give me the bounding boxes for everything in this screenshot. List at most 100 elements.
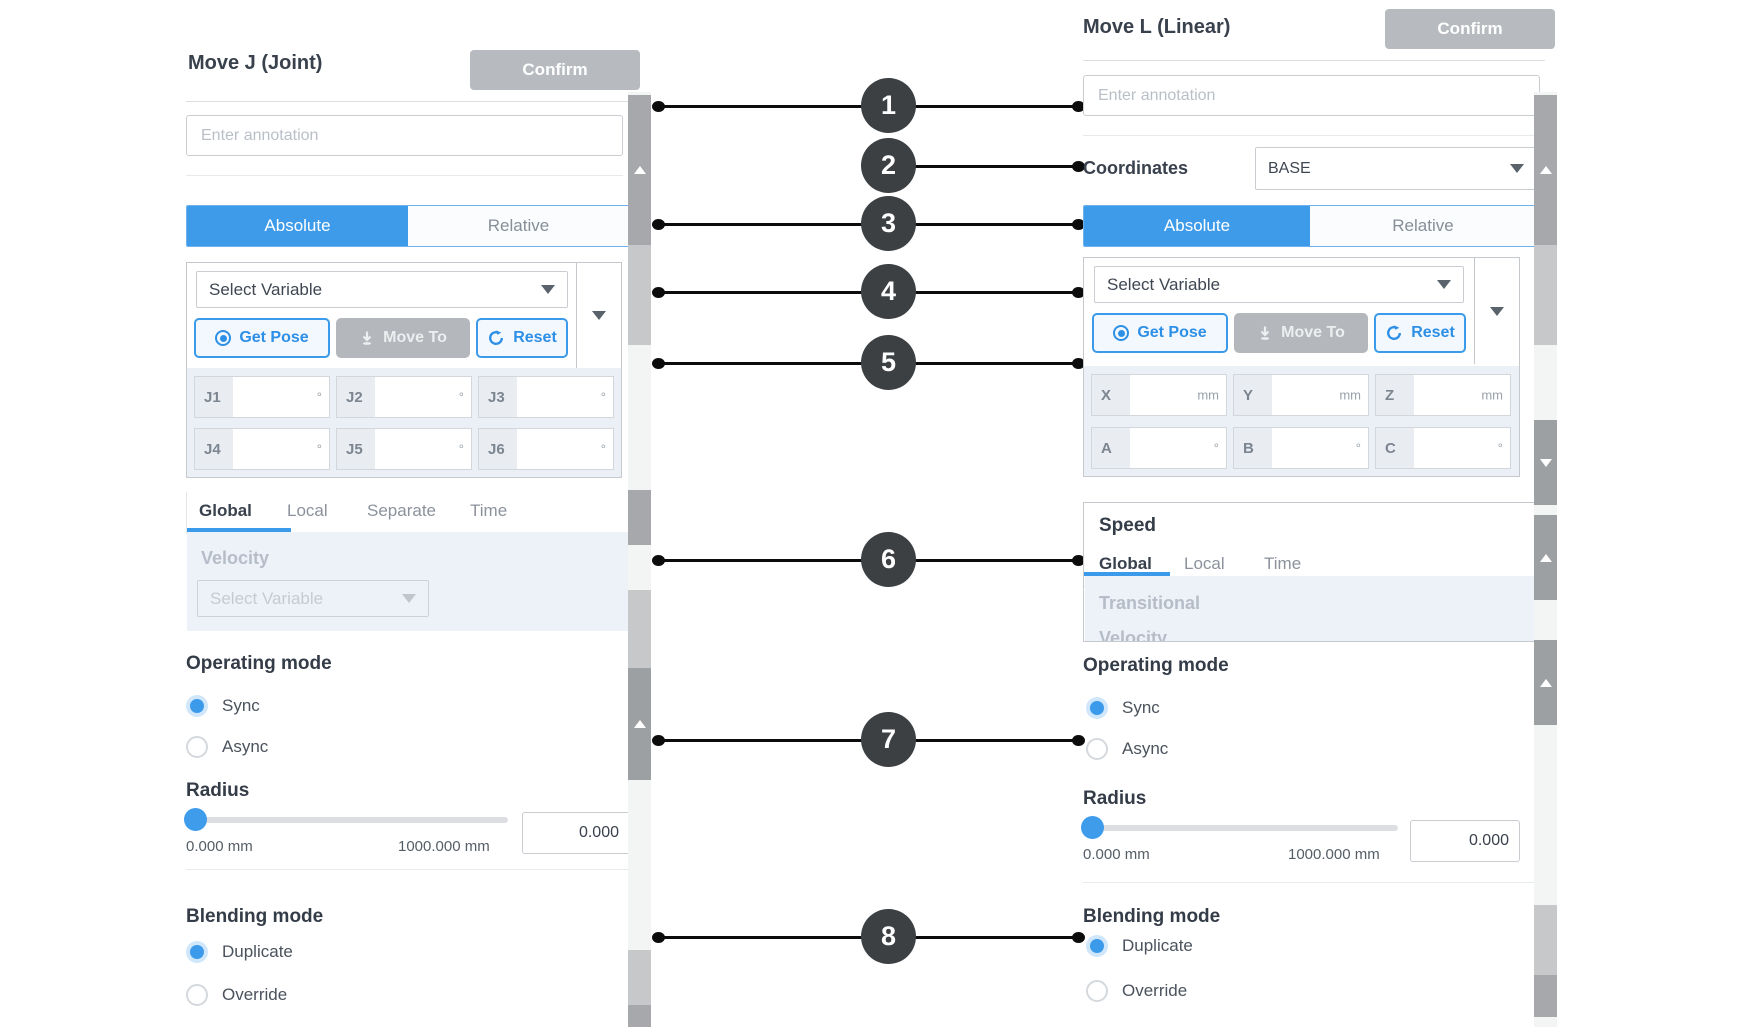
callout-number: 6 xyxy=(861,532,916,587)
annotation-input-right[interactable] xyxy=(1083,75,1540,116)
velocity-select-left[interactable]: Select Variable xyxy=(197,580,429,617)
variable-select-right[interactable]: Select Variable xyxy=(1094,266,1464,303)
callout-number: 2 xyxy=(861,138,916,193)
unit-label: ° xyxy=(458,389,464,405)
divider xyxy=(1083,882,1537,883)
scrollbar-thumb[interactable] xyxy=(1534,95,1557,245)
confirm-button-left[interactable]: Confirm xyxy=(470,50,640,90)
arrow-up-icon xyxy=(1539,553,1552,562)
annotation-input-left[interactable] xyxy=(186,115,623,156)
scrollbar-thumb[interactable] xyxy=(628,590,651,668)
scrollbar-thumb[interactable] xyxy=(1534,420,1557,505)
field-j4[interactable]: J4 ° xyxy=(194,428,330,470)
speed-box: Speed Global Local Time Transitional Vel… xyxy=(1083,502,1537,642)
speed-tab-time-left[interactable]: Time xyxy=(470,501,508,520)
coordinates-select[interactable]: BASE xyxy=(1255,147,1537,190)
speed-tab-local-right[interactable]: Local xyxy=(1184,554,1225,573)
unit-label: ° xyxy=(600,441,606,457)
speed-tab-global-right[interactable]: Global xyxy=(1099,554,1152,573)
radius-max-label-left: 1000.000 mm xyxy=(398,838,490,855)
unit-label: ° xyxy=(458,441,464,457)
field-j3[interactable]: J3 ° xyxy=(478,376,614,418)
radius-slider-left[interactable] xyxy=(184,808,508,831)
reset-icon xyxy=(489,330,504,345)
radius-max-label-right: 1000.000 mm xyxy=(1288,846,1380,863)
unit-label: ° xyxy=(1213,440,1219,456)
unit-label: ° xyxy=(316,389,322,405)
radio-override-right[interactable]: Override xyxy=(1086,980,1187,1002)
chevron-down-icon xyxy=(1490,306,1504,316)
field-j2[interactable]: J2 ° xyxy=(336,376,472,418)
active-tab-underline xyxy=(187,528,291,532)
move-to-button-right[interactable]: Move To xyxy=(1234,313,1368,353)
unit-label: ° xyxy=(600,389,606,405)
active-tab-underline xyxy=(1084,572,1170,576)
radio-sync-left[interactable]: Sync xyxy=(186,695,260,717)
variable-expand-left[interactable] xyxy=(576,263,621,368)
scrollbar-thumb[interactable] xyxy=(628,95,651,245)
scrollbar-thumb[interactable] xyxy=(1534,905,1557,975)
radio-sync-right[interactable]: Sync xyxy=(1086,697,1160,719)
radius-slider-right[interactable] xyxy=(1081,816,1398,839)
callout-number: 1 xyxy=(861,78,916,133)
scrollbar-thumb[interactable] xyxy=(1534,245,1557,345)
variable-select-left[interactable]: Select Variable xyxy=(196,271,568,308)
callout-number: 3 xyxy=(861,196,916,251)
field-j6[interactable]: J6 ° xyxy=(478,428,614,470)
divider xyxy=(186,101,638,102)
divider xyxy=(186,869,630,870)
tab-relative-left[interactable]: Relative xyxy=(408,206,629,246)
tab-absolute-right[interactable]: Absolute xyxy=(1084,206,1310,246)
speed-tab-time-right[interactable]: Time xyxy=(1264,554,1302,573)
reset-button-right[interactable]: Reset xyxy=(1374,313,1466,353)
scrollbar-thumb[interactable] xyxy=(628,950,651,1005)
reset-button-left[interactable]: Reset xyxy=(476,318,568,358)
variable-expand-right[interactable] xyxy=(1474,258,1519,364)
radio-async-left[interactable]: Async xyxy=(186,736,268,758)
field-a[interactable]: A ° xyxy=(1091,427,1227,469)
field-z[interactable]: Z mm xyxy=(1375,374,1511,416)
scrollbar-thumb[interactable] xyxy=(1534,515,1557,600)
get-pose-button-left[interactable]: Get Pose xyxy=(194,318,330,358)
radio-duplicate-right[interactable]: Duplicate xyxy=(1086,935,1193,957)
divider xyxy=(1083,135,1540,136)
field-c[interactable]: C ° xyxy=(1375,427,1511,469)
scrollbar-thumb[interactable] xyxy=(628,245,651,345)
unit-label: mm xyxy=(1481,387,1503,403)
slider-thumb[interactable] xyxy=(1081,816,1104,839)
speed-tab-global-left[interactable]: Global xyxy=(199,501,252,520)
chevron-down-icon xyxy=(592,311,606,320)
radius-min-label-left: 0.000 mm xyxy=(186,838,253,855)
field-b[interactable]: B ° xyxy=(1233,427,1369,469)
confirm-button-right[interactable]: Confirm xyxy=(1385,9,1555,49)
tab-absolute-left[interactable]: Absolute xyxy=(187,206,408,246)
get-pose-button-right[interactable]: Get Pose xyxy=(1092,313,1228,353)
reset-icon xyxy=(1387,325,1402,340)
scrollbar-thumb[interactable] xyxy=(628,490,651,545)
scrollbar-thumb[interactable] xyxy=(628,1005,651,1027)
tab-relative-right[interactable]: Relative xyxy=(1310,206,1536,246)
radio-duplicate-left[interactable]: Duplicate xyxy=(186,941,293,963)
scrollbar-thumb[interactable] xyxy=(1534,640,1557,725)
speed-tab-separate-left[interactable]: Separate xyxy=(367,501,436,520)
slider-thumb[interactable] xyxy=(184,808,207,831)
radio-selected-icon xyxy=(186,941,208,963)
cartesian-fields-block: X mm Y mm Z mm A ° B ° C ° xyxy=(1084,366,1519,476)
variable-select-right-value: Select Variable xyxy=(1107,274,1221,294)
coordinates-value: BASE xyxy=(1268,159,1311,177)
field-j1[interactable]: J1 ° xyxy=(194,376,330,418)
move-to-button-left[interactable]: Move To xyxy=(336,318,470,358)
scrollbar-thumb[interactable] xyxy=(1534,975,1557,1017)
field-j5[interactable]: J5 ° xyxy=(336,428,472,470)
scrollbar-thumb[interactable] xyxy=(628,668,651,780)
mode-tabs-left: Absolute Relative xyxy=(186,205,630,247)
radio-async-right[interactable]: Async xyxy=(1086,738,1168,760)
joint-fields-block: J1 ° J2 ° J3 ° J4 ° J5 ° J6 ° xyxy=(187,368,621,477)
field-x[interactable]: X mm xyxy=(1091,374,1227,416)
radius-value-left[interactable] xyxy=(522,812,630,854)
radio-icon xyxy=(1086,980,1108,1002)
radio-override-left[interactable]: Override xyxy=(186,984,287,1006)
field-y[interactable]: Y mm xyxy=(1233,374,1369,416)
radius-value-right[interactable] xyxy=(1410,820,1520,862)
speed-tab-local-left[interactable]: Local xyxy=(287,501,328,520)
